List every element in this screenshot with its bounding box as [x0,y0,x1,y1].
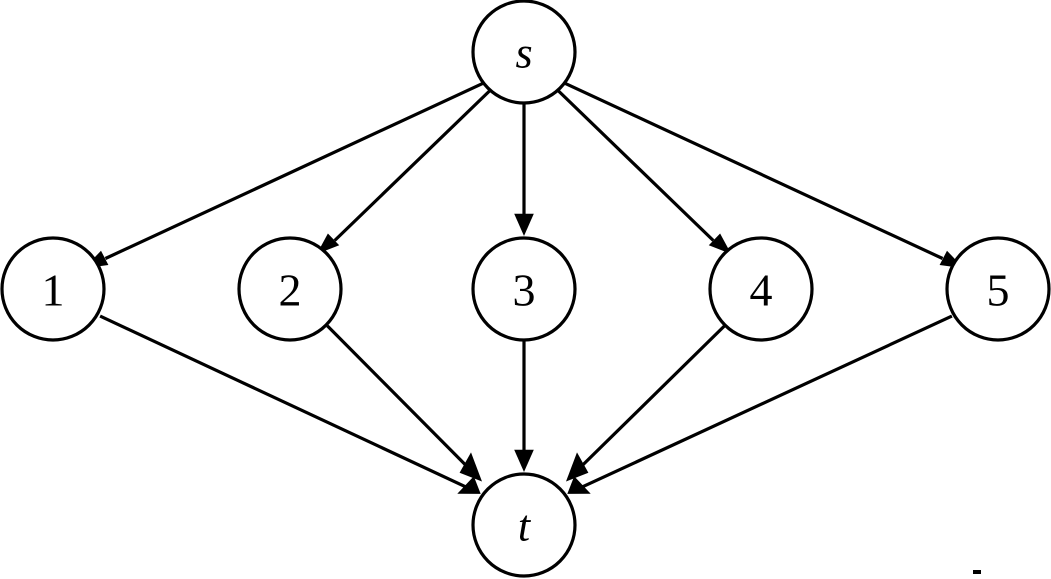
edge-s-to-2 [316,89,491,254]
edge-5-to-t [567,314,953,494]
node-5[interactable]: 5 [945,236,1051,342]
node-label-5: 5 [987,265,1010,316]
edge-2-to-t [326,324,482,482]
arrowhead-2-t [459,452,482,482]
node-label-3: 3 [513,265,536,316]
node-label-2: 2 [279,265,302,316]
node-circle-5[interactable] [945,236,1051,342]
arrowhead-5-t [567,476,591,494]
node-circle-4[interactable] [708,236,814,342]
node-circle-1[interactable] [0,236,106,342]
node-t[interactable]: t [471,472,577,578]
node-label-4: 4 [750,265,773,316]
edge-line-4-t [569,324,726,478]
arrowhead-4-t [566,452,589,482]
node-label-t: t [518,502,532,551]
node-1[interactable]: 1 [0,236,106,342]
clipped-corner-artifact [973,570,981,574]
node-label-1: 1 [42,265,65,316]
arrowhead-s-4 [708,233,732,254]
node-circle-2[interactable] [237,236,343,342]
node-3[interactable]: 3 [471,236,577,342]
arrowhead-1-t [457,476,481,494]
node-circle-s[interactable] [471,0,577,105]
edge-line-5-t [573,314,953,493]
edge-1-to-t [99,314,481,494]
node-2[interactable]: 2 [237,236,343,342]
edge-4-to-t [566,324,726,482]
node-4[interactable]: 4 [708,236,814,342]
edge-line-s-5 [564,81,944,260]
edge-s-to-3 [514,103,534,236]
edge-3-to-t [514,340,534,472]
arrowhead-s-3 [514,213,534,236]
edge-line-s-2 [333,89,491,242]
edge-line-1-t [99,314,475,493]
edge-line-s-1 [104,81,484,260]
edge-s-to-4 [557,89,732,254]
node-circle-3[interactable] [471,236,577,342]
node-label-s: s [515,29,532,78]
arrowhead-3-t [514,449,534,472]
node-s[interactable]: s [471,0,577,105]
edge-line-2-t [326,324,479,478]
edge-line-s-4 [557,89,715,242]
node-circle-t[interactable] [471,472,577,578]
edge-group [84,81,964,494]
